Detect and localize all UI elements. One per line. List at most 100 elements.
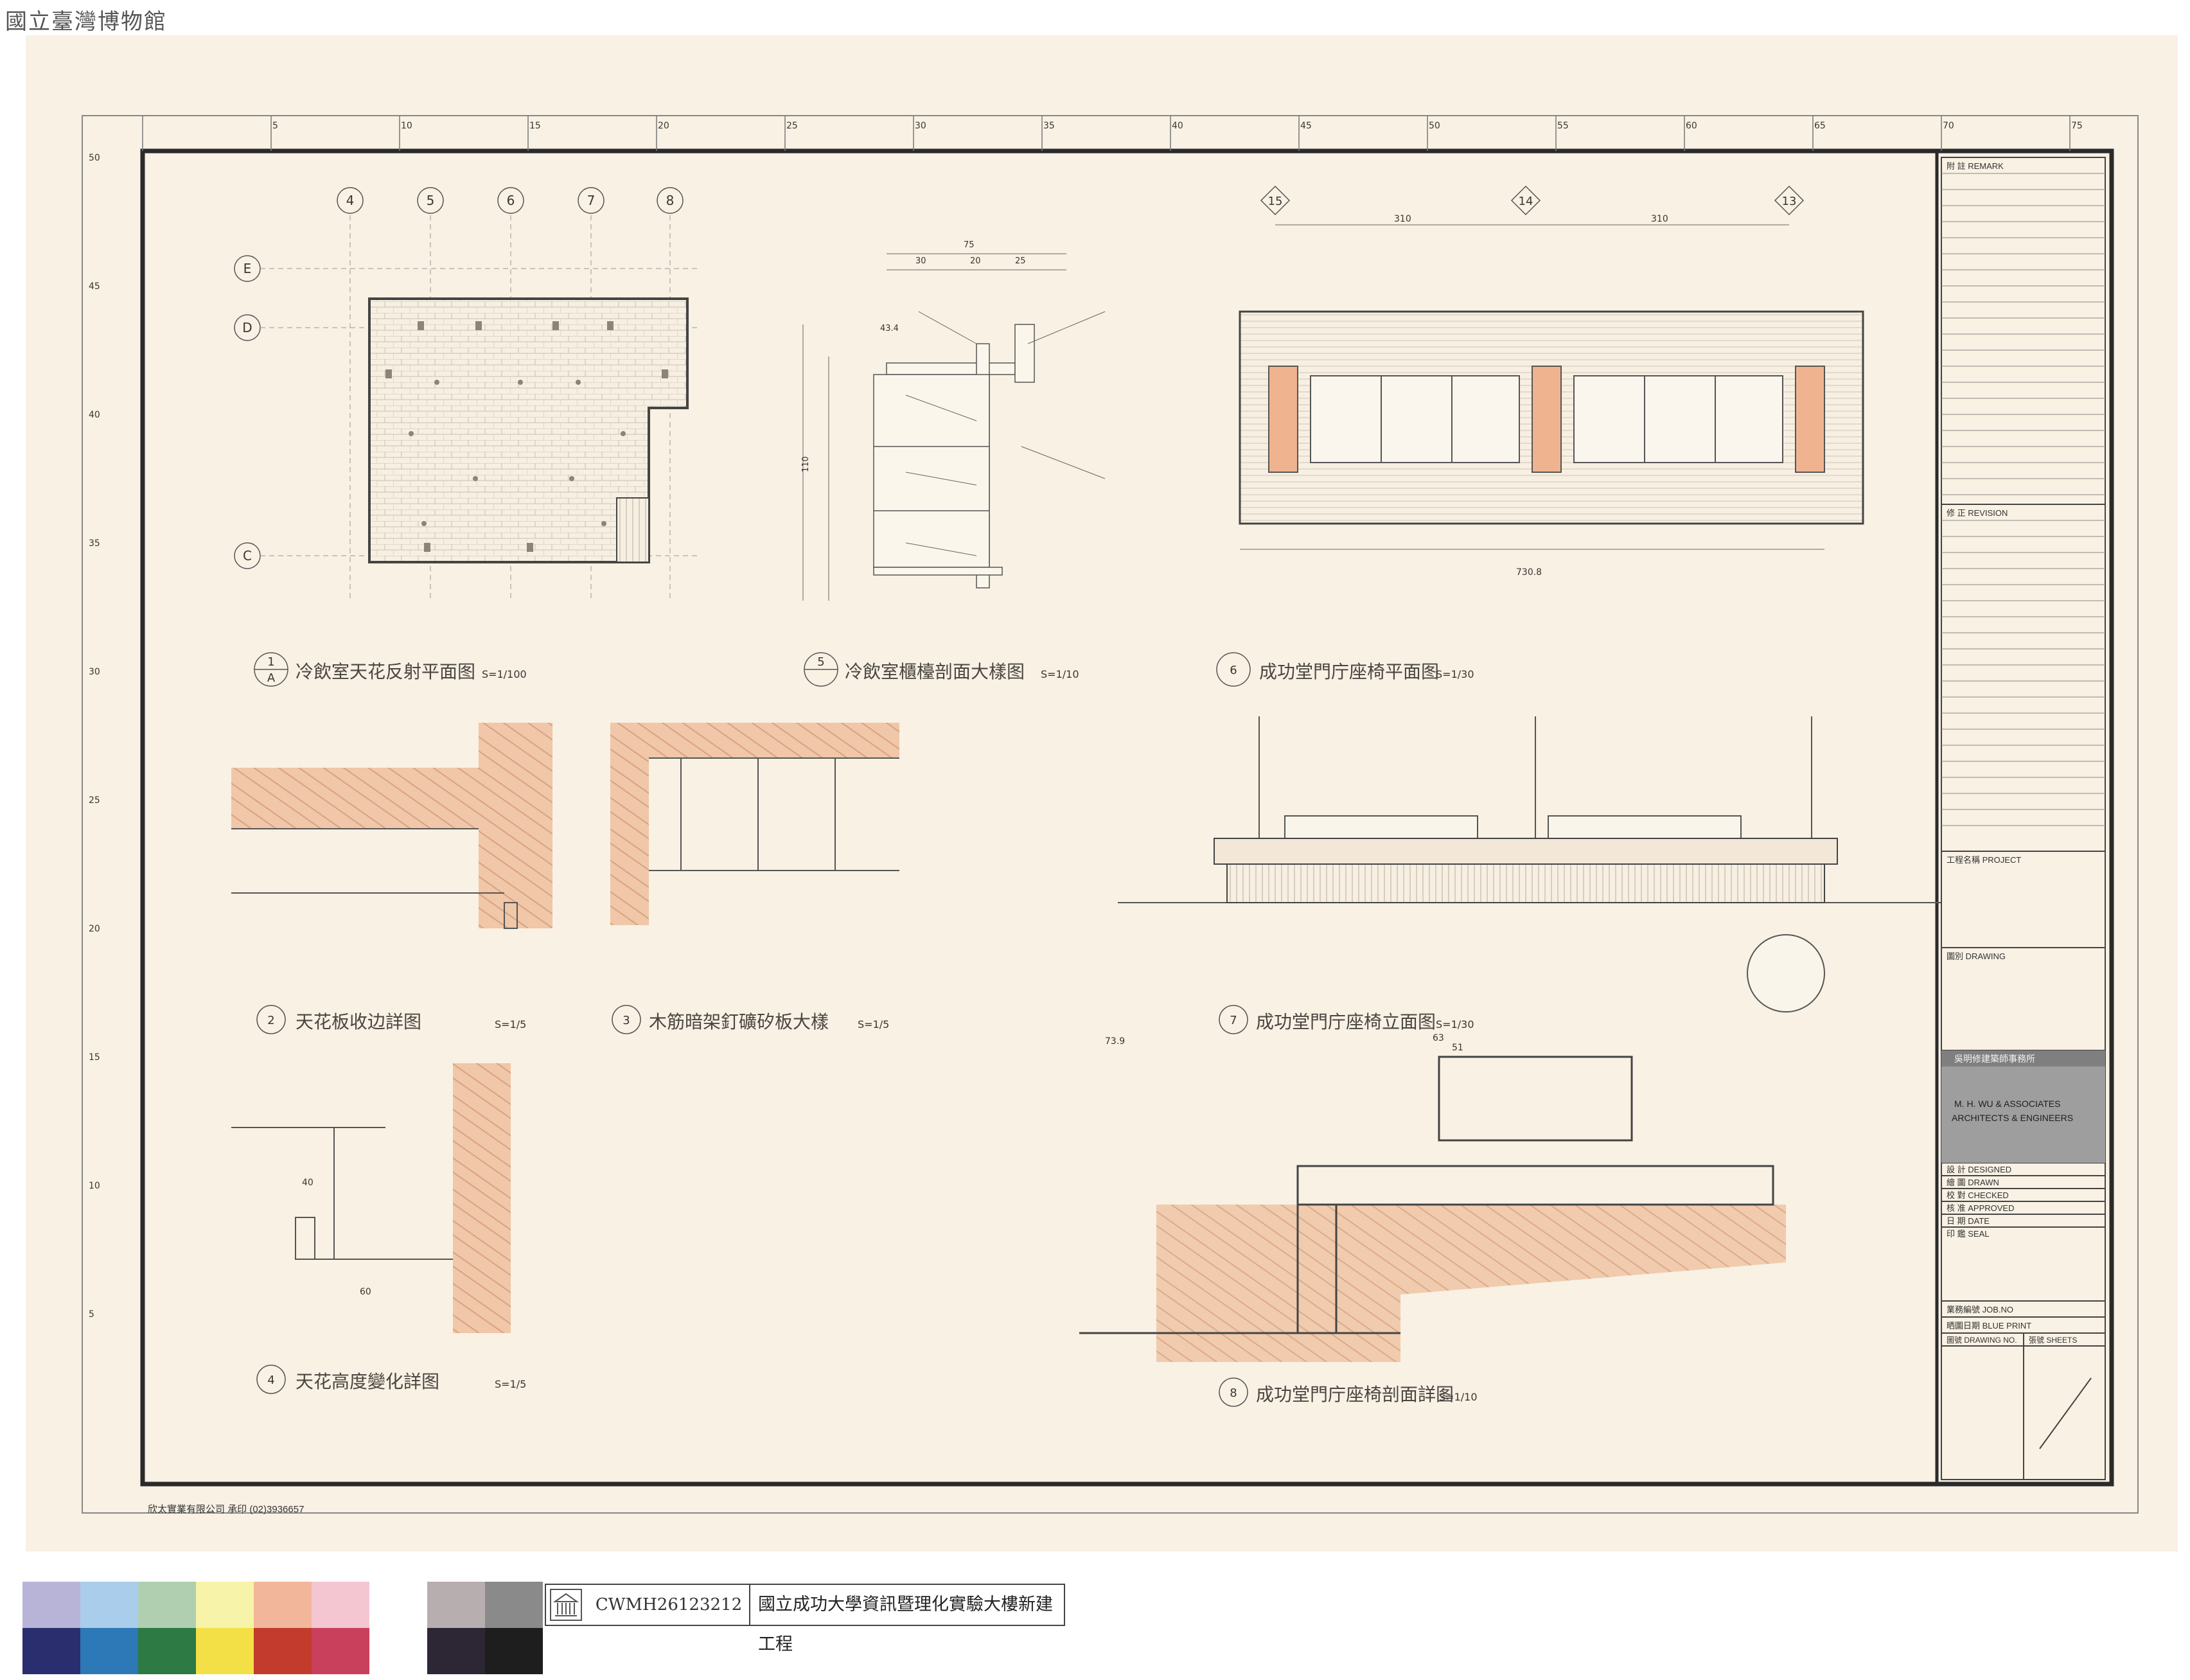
svg-text:51: 51: [1452, 1043, 1463, 1053]
firm-name-en: M. H. WU & ASSOCIATES: [1954, 1099, 2060, 1109]
drawing-scale: S=1/10: [1041, 668, 1079, 680]
drawing-scale: S=1/5: [495, 1378, 526, 1390]
grid-label: 4: [346, 193, 355, 208]
drawing-3-wood-frame-detail: 3 木筋暗架釘礦矽板大樣 S=1/5: [610, 723, 899, 1034]
grid-label: 6: [507, 193, 515, 208]
ruler-label: 5: [272, 121, 278, 131]
detail-number: 8: [1230, 1386, 1237, 1400]
title-block: 附 註 REMARK 修 正 REVISION 工程名稱 PROJECT 圖別 …: [1941, 157, 2106, 1480]
archive-code: CWMH26123212: [588, 1585, 750, 1625]
museum-watermark: 國立臺灣博物館: [5, 9, 167, 35]
grid-label: D: [242, 320, 252, 335]
drawing-title: 成功堂門庁座椅立面图: [1256, 1011, 1436, 1032]
svg-text:40: 40: [302, 1178, 313, 1188]
drawing-title: 冷飲室櫃檯剖面大樣图: [845, 661, 1025, 682]
grid-label: 8: [666, 193, 675, 208]
color-swatch: [485, 1628, 543, 1674]
drawing-label: 圖別 DRAWING: [1947, 951, 2006, 961]
drawing-title: 木筋暗架釘礦矽板大樣: [649, 1011, 829, 1032]
drawing-scale: S=1/100: [482, 668, 527, 680]
grid-label: E: [243, 261, 252, 276]
color-swatch: [369, 1582, 427, 1628]
svg-text:110: 110: [801, 456, 811, 472]
detail-number: 3: [623, 1014, 630, 1027]
drawing-title: 冷飲室天花反射平面图: [296, 661, 475, 682]
grid-label: C: [243, 548, 252, 563]
svg-text:20: 20: [970, 256, 981, 266]
checked-label: 校 對 CHECKED: [1947, 1190, 2009, 1200]
color-swatch: [254, 1582, 312, 1628]
color-swatch: [427, 1582, 485, 1628]
drawing-sheet: 5 10 15 20 25 30 35 40 45 50 55 60 65 70…: [26, 35, 2178, 1552]
color-swatch: [196, 1628, 254, 1674]
sheets-label: 張號 SHEETS: [2029, 1336, 2077, 1345]
detail-number: 7: [1230, 1014, 1237, 1027]
svg-text:75: 75: [964, 240, 975, 250]
color-swatch: [196, 1582, 254, 1628]
drawing-title: 天花高度變化詳图: [296, 1371, 439, 1392]
ruler-label: 35: [89, 538, 100, 549]
drawing-scale: S=1/10: [1439, 1391, 1478, 1403]
ruler-label: 45: [89, 281, 100, 292]
museum-logo-icon: [550, 1589, 582, 1621]
grid-label: 14: [1519, 195, 1533, 208]
ruler-label: 20: [89, 924, 100, 934]
color-swatch: [80, 1582, 138, 1628]
ruler-label: 10: [89, 1181, 100, 1191]
revision-label: 修 正 REVISION: [1947, 508, 2008, 518]
color-swatch: [254, 1628, 312, 1674]
color-calibration-bar: [22, 1582, 547, 1675]
drawing-title: 成功堂門庁座椅平面图: [1259, 661, 1439, 682]
ruler-label: 45: [1300, 121, 1312, 131]
detail-number: 2: [267, 1014, 274, 1027]
designed-label: 設 計 DESIGNED: [1947, 1165, 2011, 1174]
color-swatch: [138, 1582, 196, 1628]
ruler-label: 75: [2071, 121, 2083, 131]
remark-label: 附 註 REMARK: [1947, 161, 2004, 171]
svg-text:63: 63: [1433, 1033, 1444, 1043]
svg-text:43.4: 43.4: [880, 324, 899, 333]
drawing-scale: S=1/5: [858, 1018, 889, 1030]
ruler-label: 5: [89, 1309, 94, 1320]
archive-id-box: CWMH26123212 國立成功大學資訊暨理化實驗大樓新建工程: [545, 1584, 1065, 1654]
drawing-no-label: 圖號 DRAWING NO.: [1947, 1336, 2017, 1345]
ruler-label: 15: [529, 121, 541, 131]
color-swatch: [138, 1628, 196, 1674]
printer-credit: 欣太實業有限公司 承印 (02)3936657: [148, 1504, 305, 1515]
svg-text:25: 25: [1015, 256, 1026, 266]
grid-label: 5: [427, 193, 435, 208]
drawing-2-ceiling-edge-detail: 2 天花板收边詳图 S=1/5: [231, 723, 552, 1034]
ruler-label: 60: [1686, 121, 1697, 131]
ruler-label: 50: [1429, 121, 1440, 131]
svg-text:30: 30: [915, 256, 926, 266]
ruler-label: 15: [89, 1052, 100, 1063]
ruler-label: 40: [1172, 121, 1183, 131]
firm-name-en-2: ARCHITECTS & ENGINEERS: [1952, 1113, 2073, 1123]
drawing-title: 成功堂門庁座椅剖面詳图: [1256, 1384, 1454, 1405]
svg-text:310: 310: [1394, 214, 1411, 224]
grid-label: 7: [587, 193, 596, 208]
seal-label: 印 鑑 SEAL: [1947, 1229, 1989, 1239]
svg-text:730.8: 730.8: [1516, 567, 1542, 578]
date-label: 日 期 DATE: [1947, 1216, 1990, 1226]
drawn-label: 繪 圖 DRAWN: [1947, 1178, 1999, 1187]
ruler-label: 55: [1557, 121, 1569, 131]
color-swatch: [312, 1582, 369, 1628]
firm-name-cn: 吳明修建築師事務所: [1954, 1054, 2035, 1064]
detail-number: 4: [267, 1374, 274, 1387]
color-swatch: [22, 1628, 80, 1674]
color-swatch: [369, 1628, 427, 1674]
project-label: 工程名稱 PROJECT: [1947, 855, 2021, 865]
grid-label: 13: [1782, 195, 1797, 208]
sheet-number: A: [267, 671, 276, 685]
color-swatch: [485, 1582, 543, 1628]
detail-number: 6: [1230, 664, 1237, 677]
ruler-label: 10: [401, 121, 412, 131]
color-swatch: [80, 1628, 138, 1674]
drawing-scale: S=1/5: [495, 1018, 526, 1030]
architectural-drawing: 5 10 15 20 25 30 35 40 45 50 55 60 65 70…: [82, 115, 2139, 1514]
